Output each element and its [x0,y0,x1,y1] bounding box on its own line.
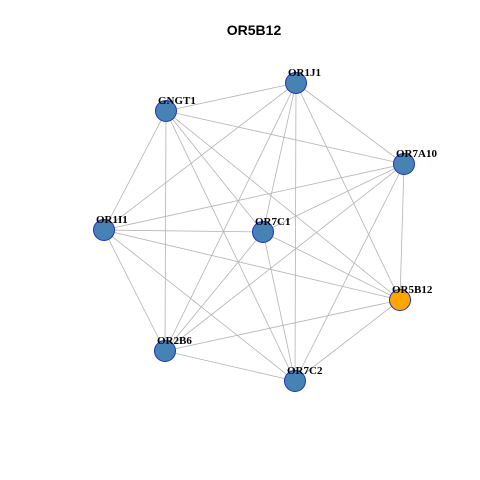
edge-or1j1-or1i1 [103,82,297,231]
edge-or1i1-or2b6 [103,229,166,352]
edge-or5b12-or2b6 [164,299,401,352]
edge-or1j1-or2b6 [164,82,297,352]
edge-or1i1-or7c1 [103,229,264,233]
edge-or7c1-or2b6 [164,231,264,352]
edge-or1j1-or7c2 [294,82,297,382]
edge-or2b6-or7c2 [164,350,296,382]
node-or7a10[interactable] [393,153,415,175]
edge-or1i1-or5b12 [103,229,401,301]
edge-or7c1-or7c2 [262,231,296,382]
edge-gngt1-or7c2 [165,110,296,382]
node-label-or7c1: OR7C1 [255,216,290,228]
edge-or1j1-or7c1 [262,82,297,233]
edge-layer [103,82,405,382]
node-or2b6[interactable] [154,340,176,362]
edge-or1i1-or7c2 [103,229,296,382]
edge-or7a10-or5b12 [399,163,405,301]
edge-gngt1-or7a10 [165,110,405,165]
node-or1i1[interactable] [93,219,115,241]
edge-or7a10-or7c2 [294,163,405,382]
node-gngt1[interactable] [155,100,177,122]
edge-or7c1-or5b12 [262,231,401,301]
edge-or1j1-or7a10 [295,82,405,165]
node-label-or1j1: OR1J1 [288,67,321,79]
node-label-or7c2: OR7C2 [287,365,323,377]
node-label-gngt1: GNGT1 [158,95,196,107]
node-or1j1[interactable] [285,72,307,94]
node-or5b12[interactable] [389,289,411,311]
node-or7c2[interactable] [284,370,306,392]
node-or7c1[interactable] [252,221,274,243]
edge-gngt1-or5b12 [165,110,401,301]
edge-or7a10-or7c1 [262,163,405,233]
node-label-or2b6: OR2B6 [157,335,192,347]
edge-or5b12-or7c2 [294,299,401,382]
diagram-title: OR5B12 [227,22,282,38]
node-layer [93,72,415,392]
edge-or1j1-or5b12 [295,82,401,301]
node-label-or7a10: OR7A10 [396,148,437,160]
edge-or7a10-or2b6 [164,163,405,352]
edge-gngt1-or1i1 [103,110,167,231]
edge-or7a10-or1i1 [103,163,405,231]
node-label-or5b12: OR5B12 [392,284,433,296]
edge-or1j1-gngt1 [165,82,297,112]
edge-gngt1-or7c1 [165,110,264,233]
node-label-or1i1: OR1I1 [96,214,128,226]
